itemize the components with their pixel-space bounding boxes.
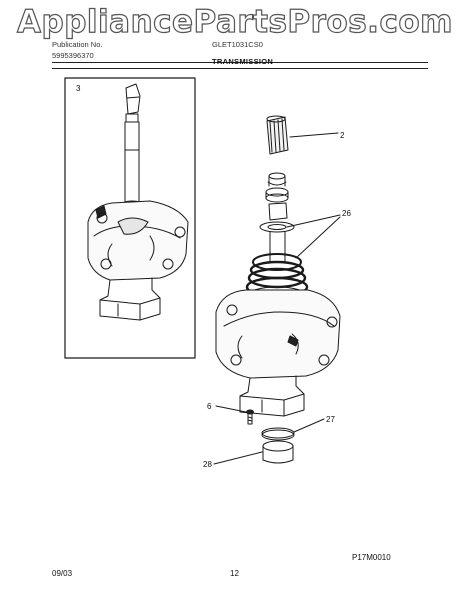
section-title: TRANSMISSION: [212, 57, 274, 66]
figure-code: P17M0010: [352, 553, 391, 562]
bearing-drawing: [213, 440, 294, 465]
callout-2[interactable]: 2: [340, 131, 345, 140]
transmission-main-drawing: [215, 253, 341, 417]
inset-frame: [64, 77, 196, 359]
ring-drawing: [261, 418, 325, 441]
callout-6[interactable]: 6: [207, 402, 212, 411]
screw-drawing: [215, 405, 254, 425]
watermark-logo: AppliancePartsPros.com: [16, 3, 453, 40]
transmission-assembly-drawing: [87, 83, 189, 321]
callout-3[interactable]: 3: [76, 84, 81, 93]
seal-kit-upper-drawing: [259, 172, 341, 263]
revision-date: 09/03: [52, 569, 73, 578]
header-rule-bottom: [52, 68, 428, 69]
page-number: 12: [230, 569, 239, 578]
publication-label: Publication No.: [52, 40, 103, 49]
header-rule-top: [52, 62, 428, 63]
publication-number: 5995396370: [52, 51, 94, 60]
callout-27[interactable]: 27: [326, 415, 335, 424]
callout-26[interactable]: 26: [342, 209, 351, 218]
model-number: GLET1031CS0: [212, 40, 263, 49]
spline-adapter-drawing: [266, 115, 339, 155]
callout-28[interactable]: 28: [203, 460, 212, 469]
